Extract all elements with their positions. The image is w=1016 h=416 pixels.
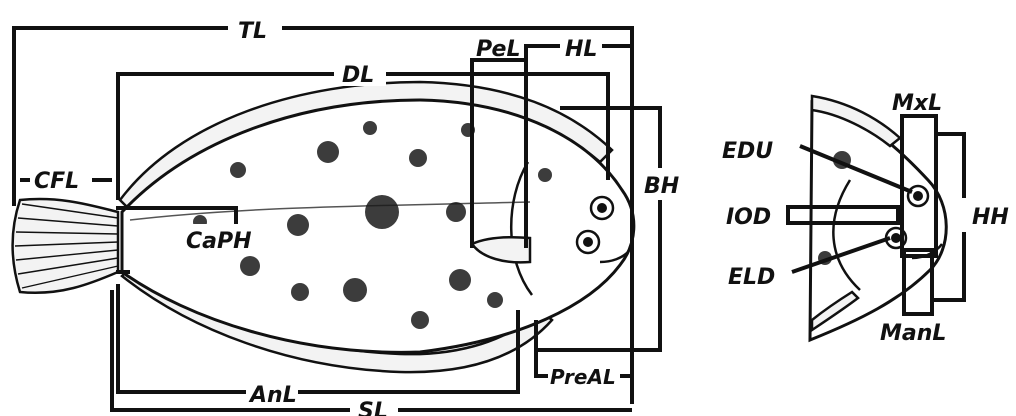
- label-hl: HL: [565, 37, 597, 62]
- label-caph: CaPH: [186, 229, 252, 254]
- label-tl: TL: [238, 19, 267, 44]
- label-cfl: CFL: [34, 169, 79, 194]
- head-detail: [810, 96, 946, 340]
- label-hh: HH: [972, 205, 1009, 230]
- flatfish-illustration: [13, 82, 634, 372]
- label-edu: EDU: [722, 139, 773, 164]
- label-manl: ManL: [880, 321, 946, 346]
- label-iod: IOD: [726, 205, 771, 230]
- label-bh: BH: [644, 174, 679, 199]
- label-mxl: MxL: [892, 91, 942, 116]
- label-dl: DL: [342, 63, 374, 88]
- label-anl: AnL: [248, 383, 297, 408]
- label-pel: PeL: [476, 37, 520, 62]
- hh-bracket: [936, 134, 964, 198]
- label-preal: PreAL: [550, 365, 616, 389]
- label-sl: SL: [358, 399, 388, 416]
- hl-bracket: [526, 46, 560, 60]
- label-eld: ELD: [728, 265, 775, 290]
